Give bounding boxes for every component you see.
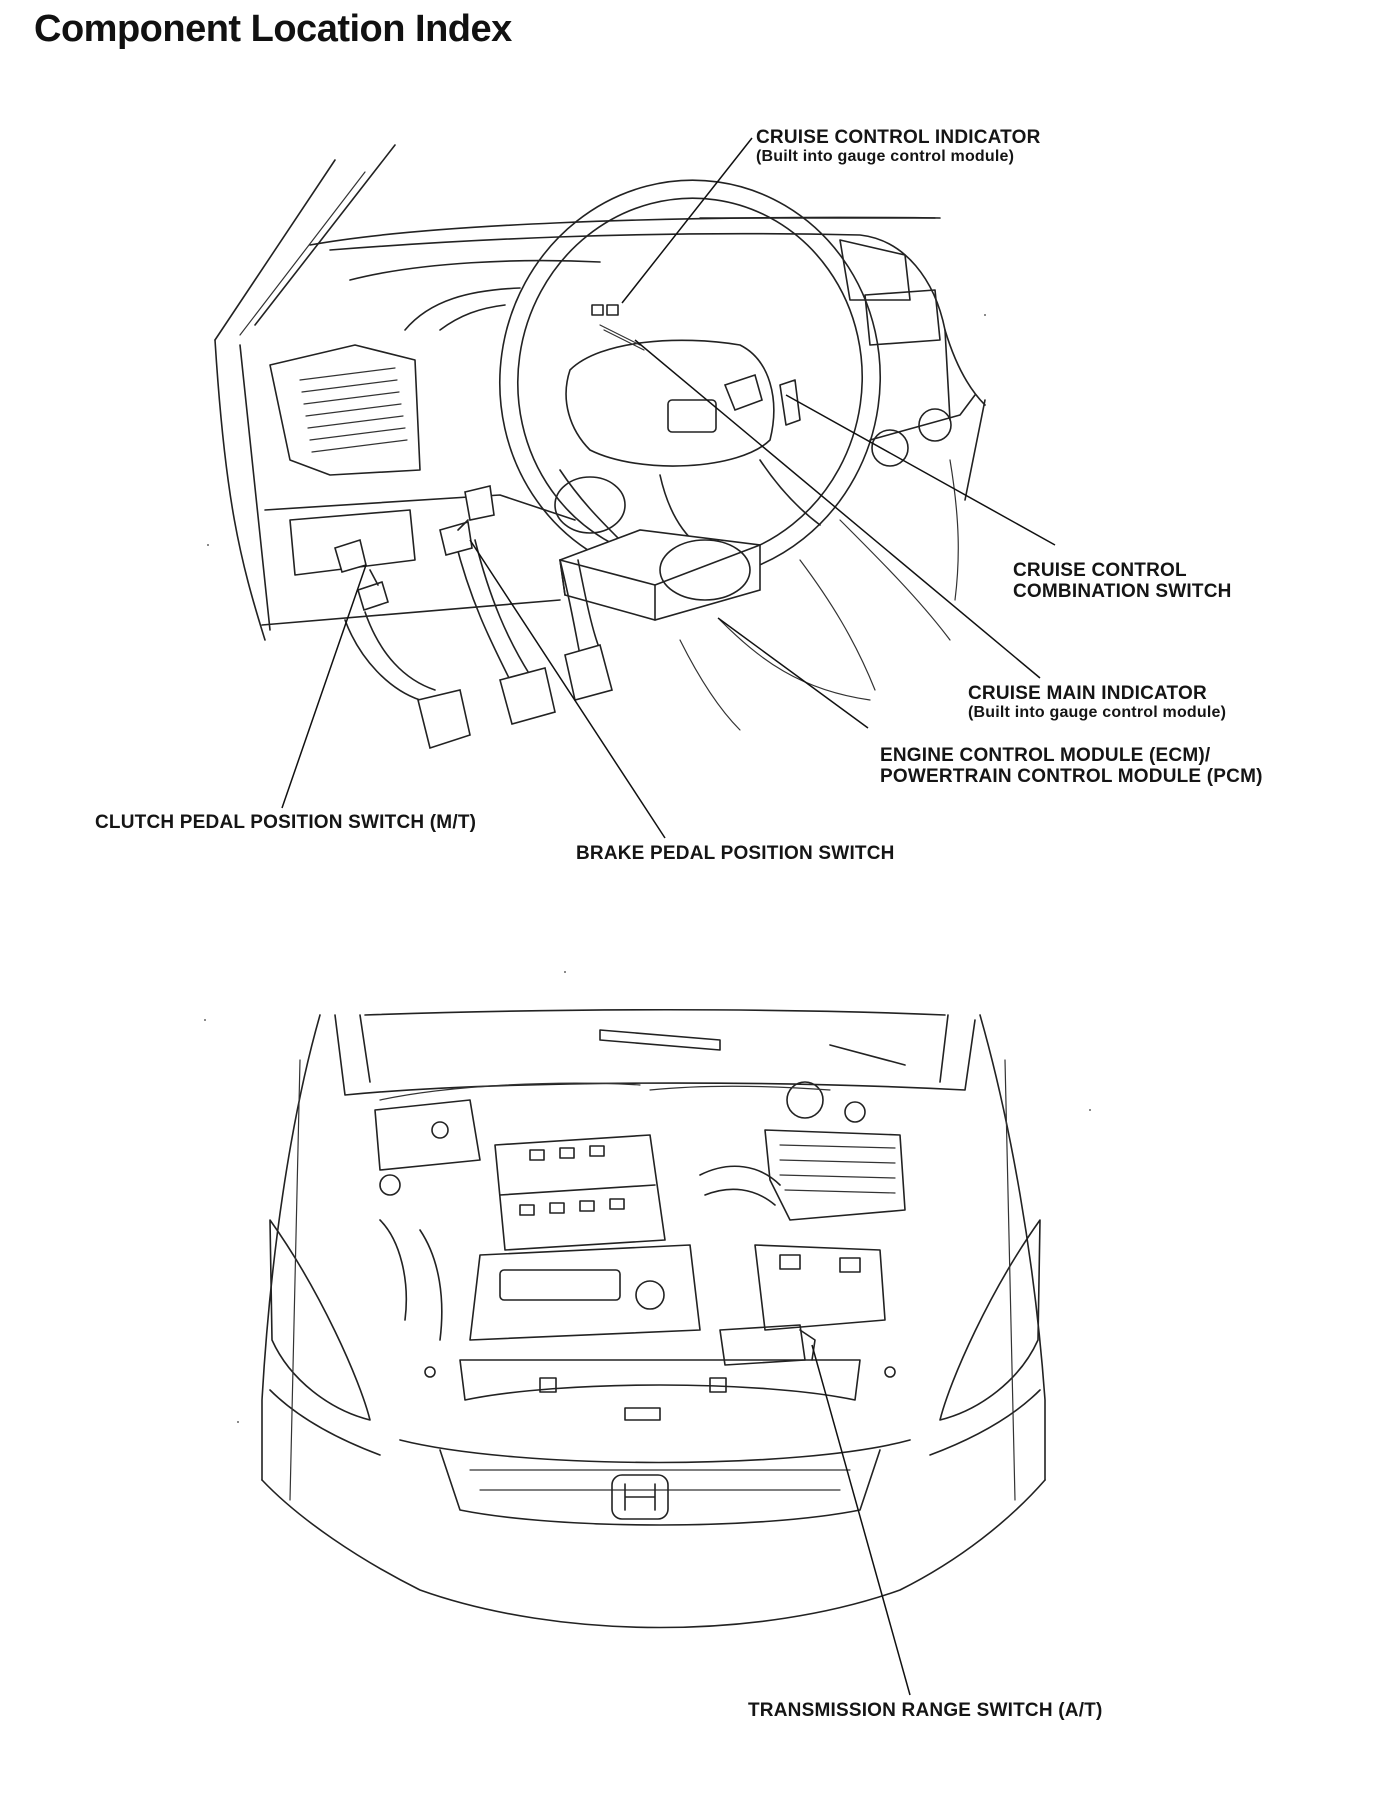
page-title: Component Location Index [34, 8, 512, 50]
transmission-leader-line [811, 1344, 911, 1696]
label-line: CRUISE CONTROL [1013, 560, 1187, 581]
engine-bay-illustration [261, 1008, 1046, 1629]
label-line: CRUISE CONTROL INDICATOR [756, 127, 1041, 148]
label-line: COMBINATION SWITCH [1013, 581, 1232, 602]
label-brake-pedal-position-switch: BRAKE PEDAL POSITION SWITCH [576, 843, 895, 864]
label-clutch-pedal-position-switch: CLUTCH PEDAL POSITION SWITCH (M/T) [95, 812, 477, 833]
label-cruise-control-indicator: CRUISE CONTROL INDICATOR (Built into gau… [756, 127, 1041, 166]
label-transmission-range-switch: TRANSMISSION RANGE SWITCH (A/T) [748, 1700, 1103, 1721]
dashboard-leader-lines [281, 137, 1056, 839]
label-ecm-pcm: ENGINE CONTROL MODULE (ECM)/ POWERTRAIN … [880, 745, 1263, 787]
label-line: ENGINE CONTROL MODULE (ECM)/ [880, 745, 1211, 766]
dashboard-illustration [214, 144, 986, 750]
label-subline: (Built into gauge control module) [756, 148, 1015, 165]
label-cruise-control-combination-switch: CRUISE CONTROL COMBINATION SWITCH [1013, 560, 1232, 602]
scan-specks [204, 314, 1091, 1423]
label-line: CRUISE MAIN INDICATOR [968, 683, 1207, 704]
label-cruise-main-indicator: CRUISE MAIN INDICATOR (Built into gauge … [968, 683, 1226, 722]
label-subline: (Built into gauge control module) [968, 704, 1227, 721]
label-line: POWERTRAIN CONTROL MODULE (PCM) [880, 766, 1263, 787]
